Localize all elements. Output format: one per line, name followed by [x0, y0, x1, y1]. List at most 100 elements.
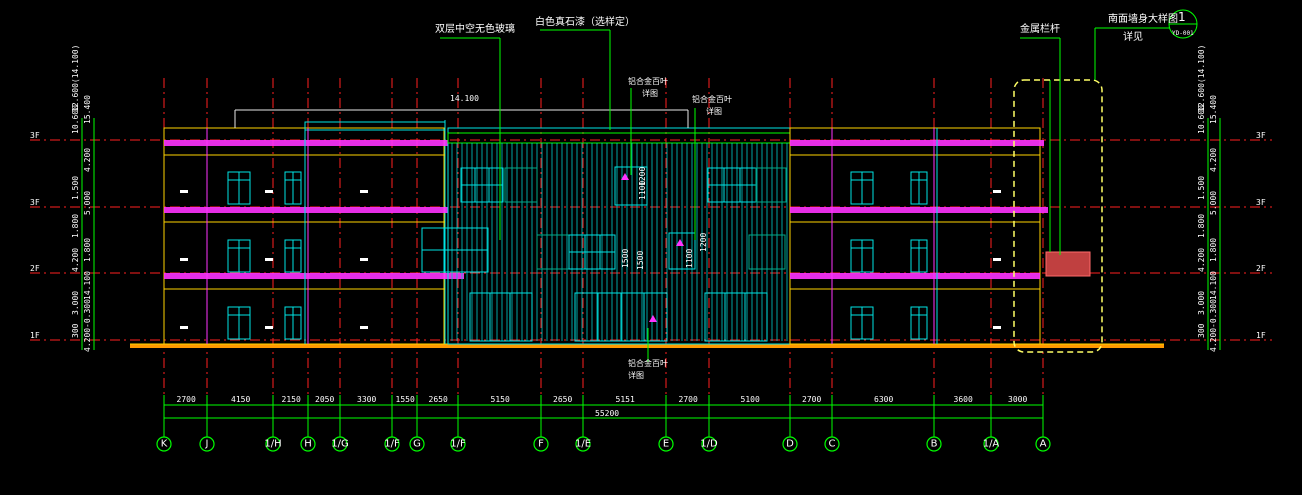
floor-tag: 1F — [30, 331, 40, 340]
floor-tag: 3F — [30, 198, 40, 207]
level-label: 1.500 — [1197, 176, 1206, 200]
level-label: 1.800 — [1197, 214, 1206, 238]
tag3b: 详图 — [628, 370, 644, 380]
window-dim-4: 1200 — [699, 233, 708, 252]
axis-bubble-label: 1/F — [384, 439, 400, 450]
glass-note: 双层中空无色玻璃 — [435, 22, 515, 35]
dimension-segment: 3300 — [357, 395, 376, 404]
dimension-segment: 2650 — [553, 395, 572, 404]
level-label: 15.400 — [1209, 95, 1218, 124]
axis-bubble-label: F — [538, 439, 544, 450]
dimension-segment: 2050 — [315, 395, 334, 404]
level-label: 5.000 — [83, 191, 92, 215]
tag3: 铝合金百叶 — [628, 358, 668, 368]
level-label: 3.000 — [1197, 291, 1206, 315]
level-label: 12.600(14.100) — [1197, 45, 1206, 112]
dimension-segment: 4150 — [231, 395, 250, 404]
center-windows — [421, 166, 787, 342]
window-dim-6: 1500 — [621, 249, 630, 268]
dimension-chain — [164, 404, 1043, 419]
window-dim-1: 1200 — [638, 167, 647, 186]
level-label: 300 — [1197, 323, 1206, 338]
level-label: 10.600 — [71, 105, 80, 134]
level-label: 14.100 — [83, 271, 92, 300]
railing-note: 金属栏杆 — [1020, 22, 1060, 35]
dimension-segment: 5151 — [616, 395, 635, 404]
detail-sheet: YD-001 — [1172, 30, 1194, 37]
stone-note: 白色真石漆（选样定） — [535, 15, 635, 28]
windows — [180, 171, 1001, 340]
level-label: 10.600 — [1197, 105, 1206, 134]
dimension-segment: 3000 — [1008, 395, 1027, 404]
axis-bubble-label: B — [931, 439, 938, 450]
axis-bubble-label: A — [1040, 439, 1047, 450]
level-strip-right — [1207, 118, 1221, 350]
level-label: 12.600(14.100) — [71, 45, 80, 112]
level-label: 1.800 — [71, 214, 80, 238]
window-dim-3: 1500 — [636, 251, 645, 270]
level-label: 1.800 — [83, 238, 92, 262]
level-label: 5.000 — [1209, 191, 1218, 215]
curtain-wall-lines — [451, 143, 788, 341]
axis-bubble-label: D — [786, 439, 794, 450]
level-label: 4.200 — [1209, 328, 1218, 352]
level-strip-left — [81, 118, 95, 350]
floor-tag: 2F — [1256, 264, 1266, 273]
dimension-segment: 2700 — [679, 395, 698, 404]
level-label: 4.200 — [83, 328, 92, 352]
tag1b: 详图 — [642, 88, 658, 98]
axis-bubble-label: 1/G — [331, 439, 348, 450]
axis-bubble-label: H — [304, 439, 312, 450]
level-label: 14.100 — [1209, 271, 1218, 300]
annotations: 双层中空无色玻璃 白色真石漆（选样定） 金属栏杆 南面墙身大样图 详见 1 YD… — [435, 10, 1194, 380]
axis-bubble-label: C — [829, 439, 836, 450]
window-dim-2: 1100 — [638, 181, 647, 200]
level-labels-left: 12.600(14.100)15.40010.6004.2001.5005.00… — [30, 45, 92, 352]
dimension-segment: 2700 — [802, 395, 821, 404]
dimension-segment: 5150 — [491, 395, 510, 404]
level-label: 1.800 — [1209, 238, 1218, 262]
level-label: 3.000 — [71, 291, 80, 315]
roof-elevation: 14.100 — [450, 94, 479, 103]
level-label: -0.300 — [1209, 299, 1218, 328]
level-label: 300 — [71, 323, 80, 338]
detail-title: 南面墙身大样图 — [1108, 12, 1178, 25]
dimension-segment: 2700 — [177, 395, 196, 404]
axis-bubble-label: J — [205, 439, 209, 450]
dimension-segment: 6300 — [874, 395, 893, 404]
level-label: -0.300 — [83, 299, 92, 328]
floor-tag: 3F — [30, 131, 40, 140]
floor-tag: 2F — [30, 264, 40, 273]
level-label: 15.400 — [83, 95, 92, 124]
level-label: 1.500 — [71, 176, 80, 200]
level-label: 4.200 — [1209, 148, 1218, 172]
level-label: 4.200 — [1197, 248, 1206, 272]
annotation-leaders — [440, 9, 1198, 362]
detail-num: 1 — [1178, 10, 1186, 24]
dimension-segment: 3600 — [954, 395, 973, 404]
dimension-segment: 2650 — [429, 395, 448, 404]
floor-tag: 3F — [1256, 198, 1266, 207]
axis-bubble-label: 1/D — [700, 439, 718, 450]
level-labels-right: 12.600(14.100)15.40010.6004.2001.5005.00… — [1197, 45, 1266, 352]
axis-bubble-label: K — [161, 439, 168, 450]
level-label: 4.200 — [71, 248, 80, 272]
tag1: 铝合金百叶 — [628, 76, 668, 86]
window-dims: 1200 1100 1500 1200 1100 1500 — [621, 167, 708, 270]
floor-tag: 3F — [1256, 131, 1266, 140]
dimension-segment: 2150 — [282, 395, 301, 404]
center-curtain-wall — [447, 109, 791, 345]
dimension-segment: 5100 — [741, 395, 760, 404]
axis-bubble-label: 1/H — [264, 439, 281, 450]
axis-bubble-label: 1/E — [575, 439, 591, 450]
ground-line — [130, 344, 1164, 348]
detail-callout-box — [1013, 79, 1103, 353]
detail-ref: 详见 — [1123, 30, 1143, 43]
left-wing — [163, 109, 464, 345]
axis-bubble-label: E — [663, 439, 669, 450]
total-dimension: 55200 — [595, 409, 619, 418]
level-label: 4.200 — [83, 148, 92, 172]
floor-tag: 1F — [1256, 331, 1266, 340]
